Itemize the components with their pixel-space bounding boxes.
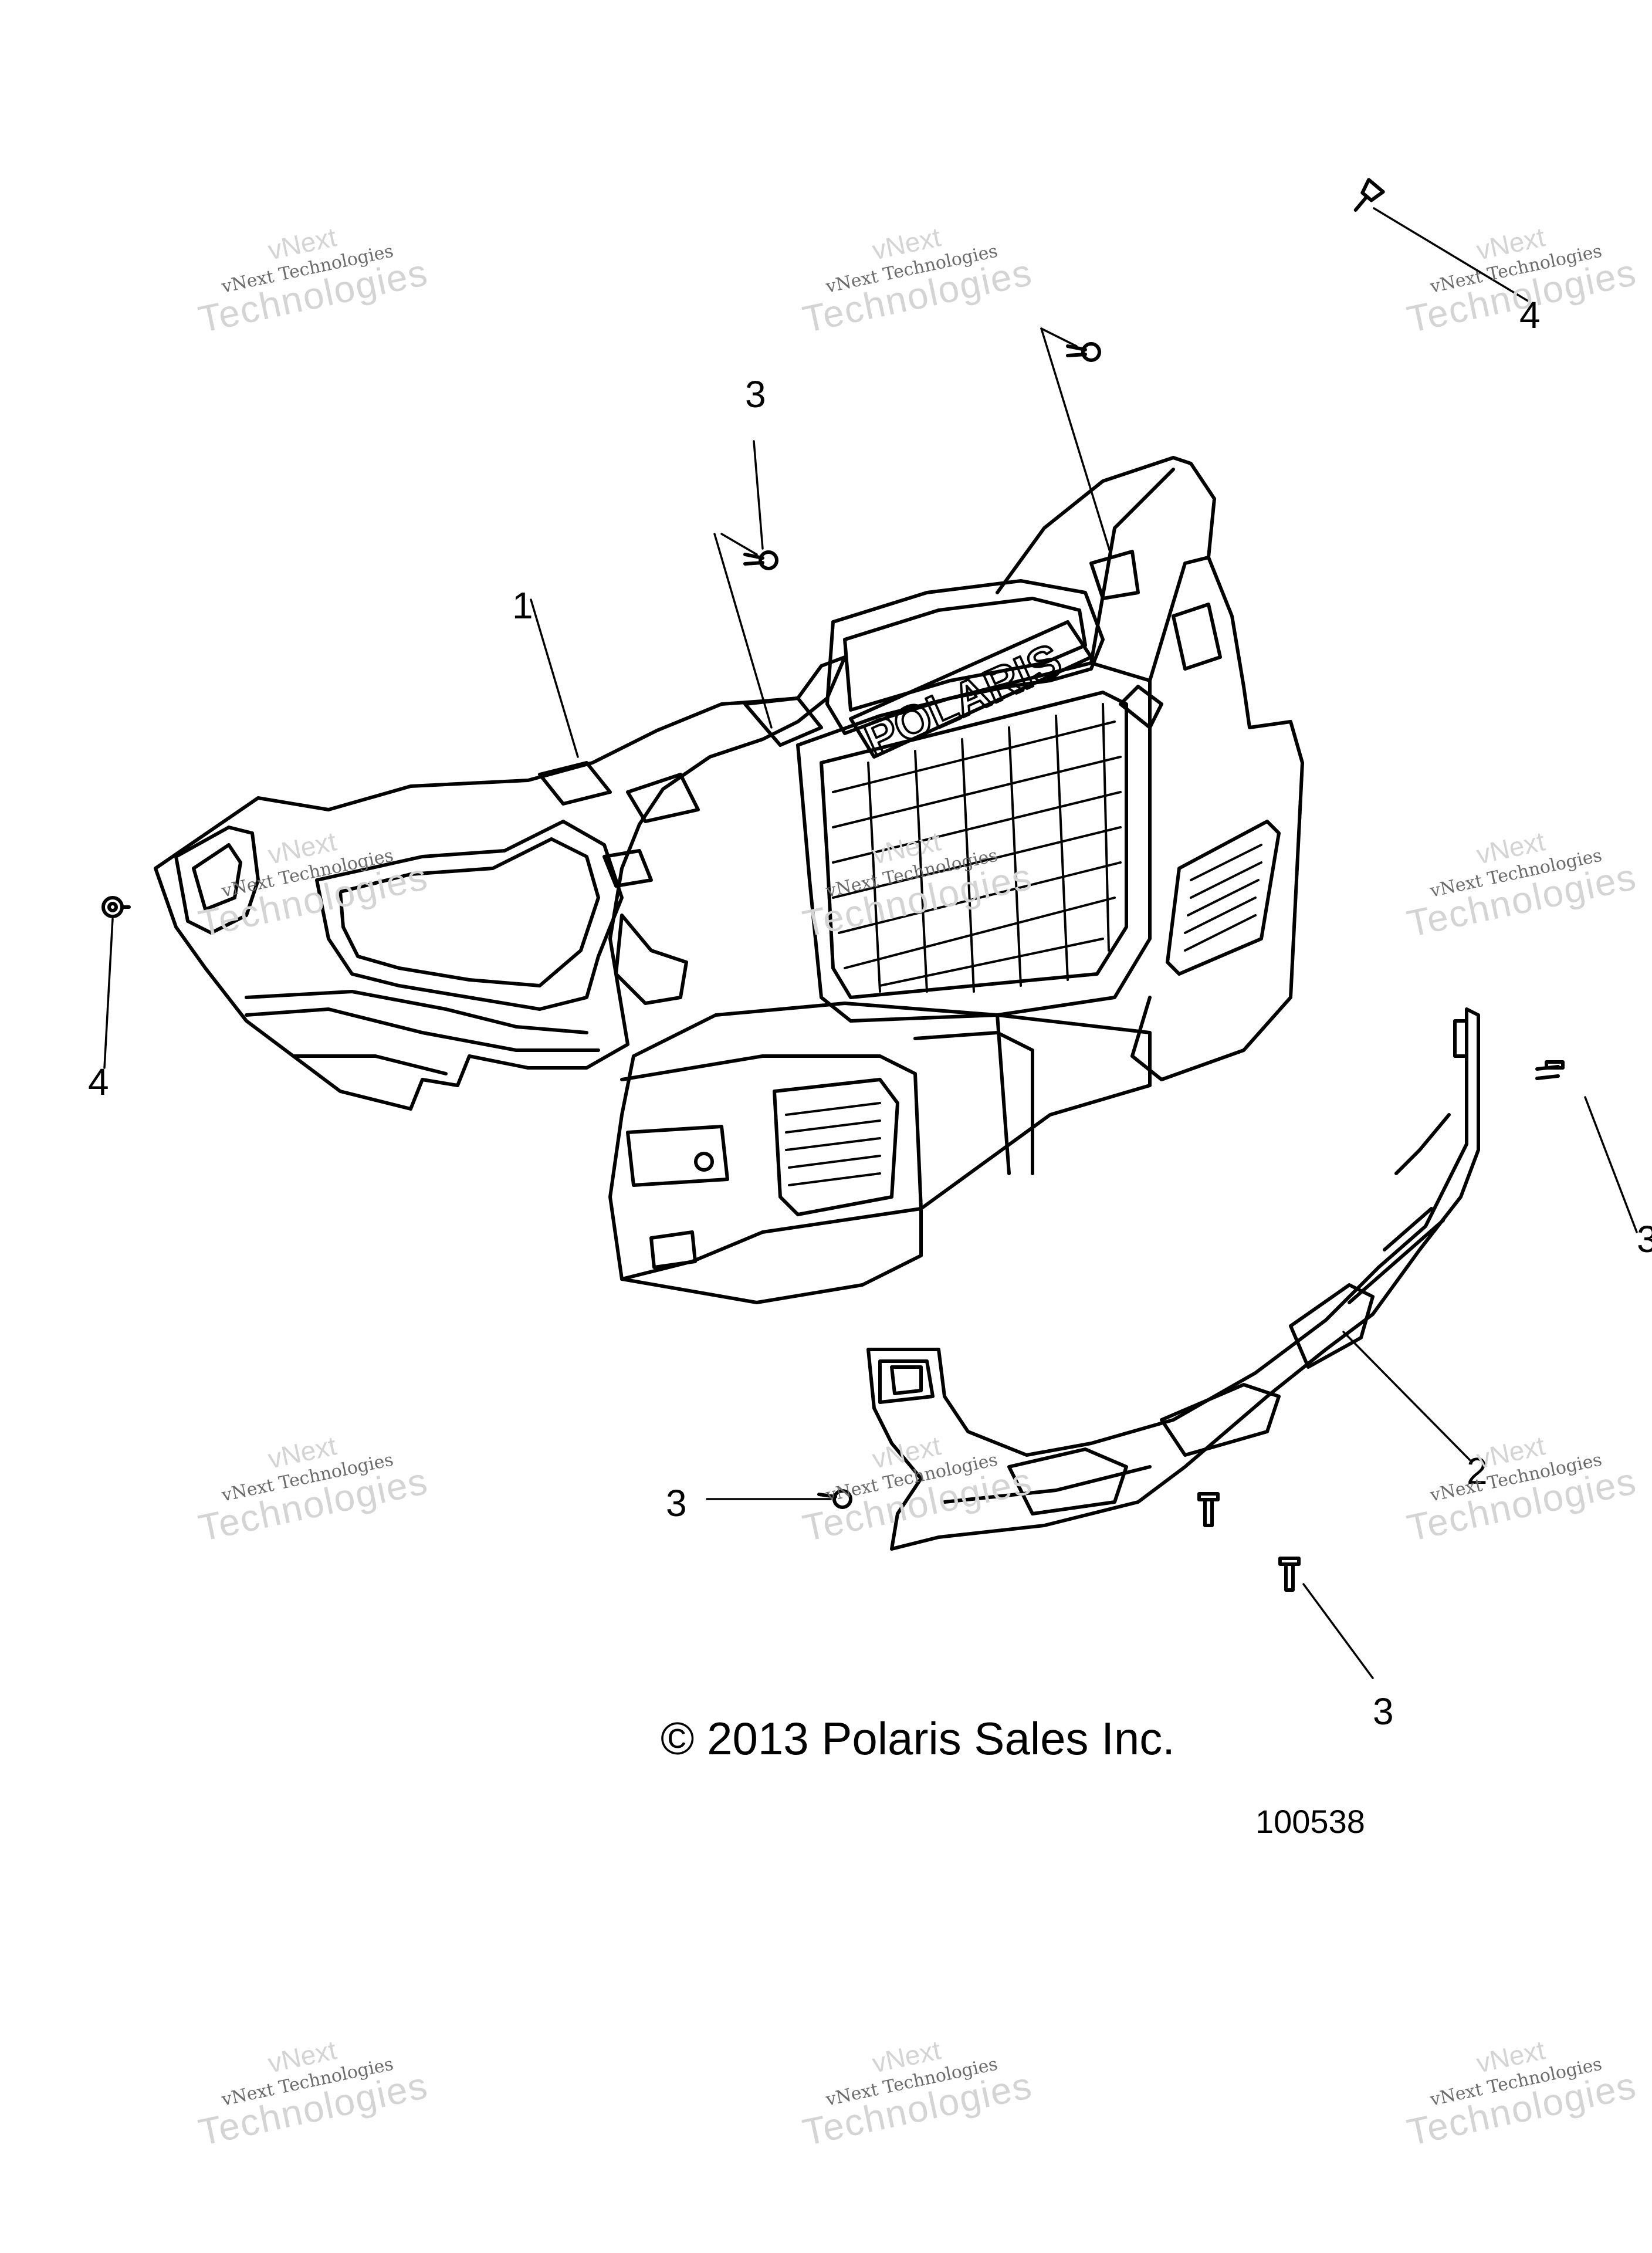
callout-3-top: 3 [745, 373, 766, 415]
lower-chin-panel [866, 1007, 1480, 1551]
figure-number: 100538 [1255, 1803, 1365, 1840]
callout-1: 1 [512, 584, 533, 627]
leader-lines [103, 207, 1638, 1679]
callout-3-right: 3 [1637, 1218, 1652, 1260]
copyright-notice: © 2013 Polaris Sales Inc. [661, 1713, 1175, 1764]
callout-2: 2 [1467, 1450, 1488, 1492]
callout-4-top-right: 4 [1519, 294, 1541, 336]
fastener-push-rivets [101, 178, 1565, 1592]
callout-4-left: 4 [88, 1061, 109, 1103]
callout-3-lower-left: 3 [666, 1482, 687, 1524]
callout-3-bottom: 3 [1373, 1690, 1394, 1733]
